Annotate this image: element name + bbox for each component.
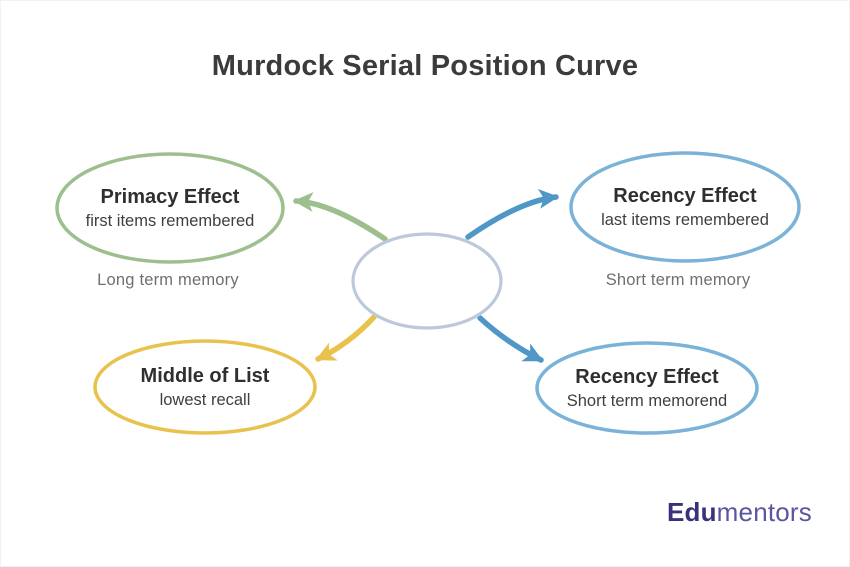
node-recency-effect-bottom: Recency Effect Short term memorend bbox=[542, 346, 752, 430]
caption-long-term-memory: Long term memory bbox=[97, 271, 239, 289]
node-subtitle: first items remembered bbox=[85, 211, 255, 230]
middle-of-list-ellipse bbox=[93, 339, 317, 435]
center-ellipse bbox=[351, 232, 503, 330]
logo-text-light: mentors bbox=[716, 497, 812, 527]
node-primacy-effect: Primacy Effect first items remembered bbox=[62, 156, 278, 260]
node-title: Middle of List bbox=[140, 364, 270, 387]
node-subtitle: Short term memorend bbox=[566, 391, 728, 410]
recency-bottom-ellipse bbox=[535, 341, 759, 435]
node-title: Primacy Effect bbox=[100, 185, 240, 208]
node-middle-of-list: Middle of List lowest recall bbox=[100, 344, 310, 430]
node-subtitle: last items remembered bbox=[601, 210, 769, 229]
caption-short-term-memory: Short term memory bbox=[605, 271, 751, 289]
arrow-to-middle-of-list bbox=[315, 314, 377, 362]
page-title: Murdock Serial Position Curve bbox=[211, 50, 639, 82]
node-title: Recency Effect bbox=[575, 365, 719, 388]
node-subtitle: lowest recall bbox=[159, 390, 251, 409]
recency-top-ellipse bbox=[569, 151, 801, 263]
arrow-to-primacy bbox=[293, 192, 388, 242]
node-recency-effect-top: Recency Effect last items remembered bbox=[576, 155, 794, 259]
edumentors-logo: Edumentors bbox=[667, 497, 812, 528]
arrow-to-recency-bottom bbox=[477, 315, 544, 363]
node-title: Recency Effect bbox=[613, 184, 757, 207]
primacy-ellipse bbox=[55, 152, 285, 264]
logo-text-bold: Edu bbox=[666, 497, 717, 527]
arrow-to-recency-top bbox=[465, 189, 559, 240]
